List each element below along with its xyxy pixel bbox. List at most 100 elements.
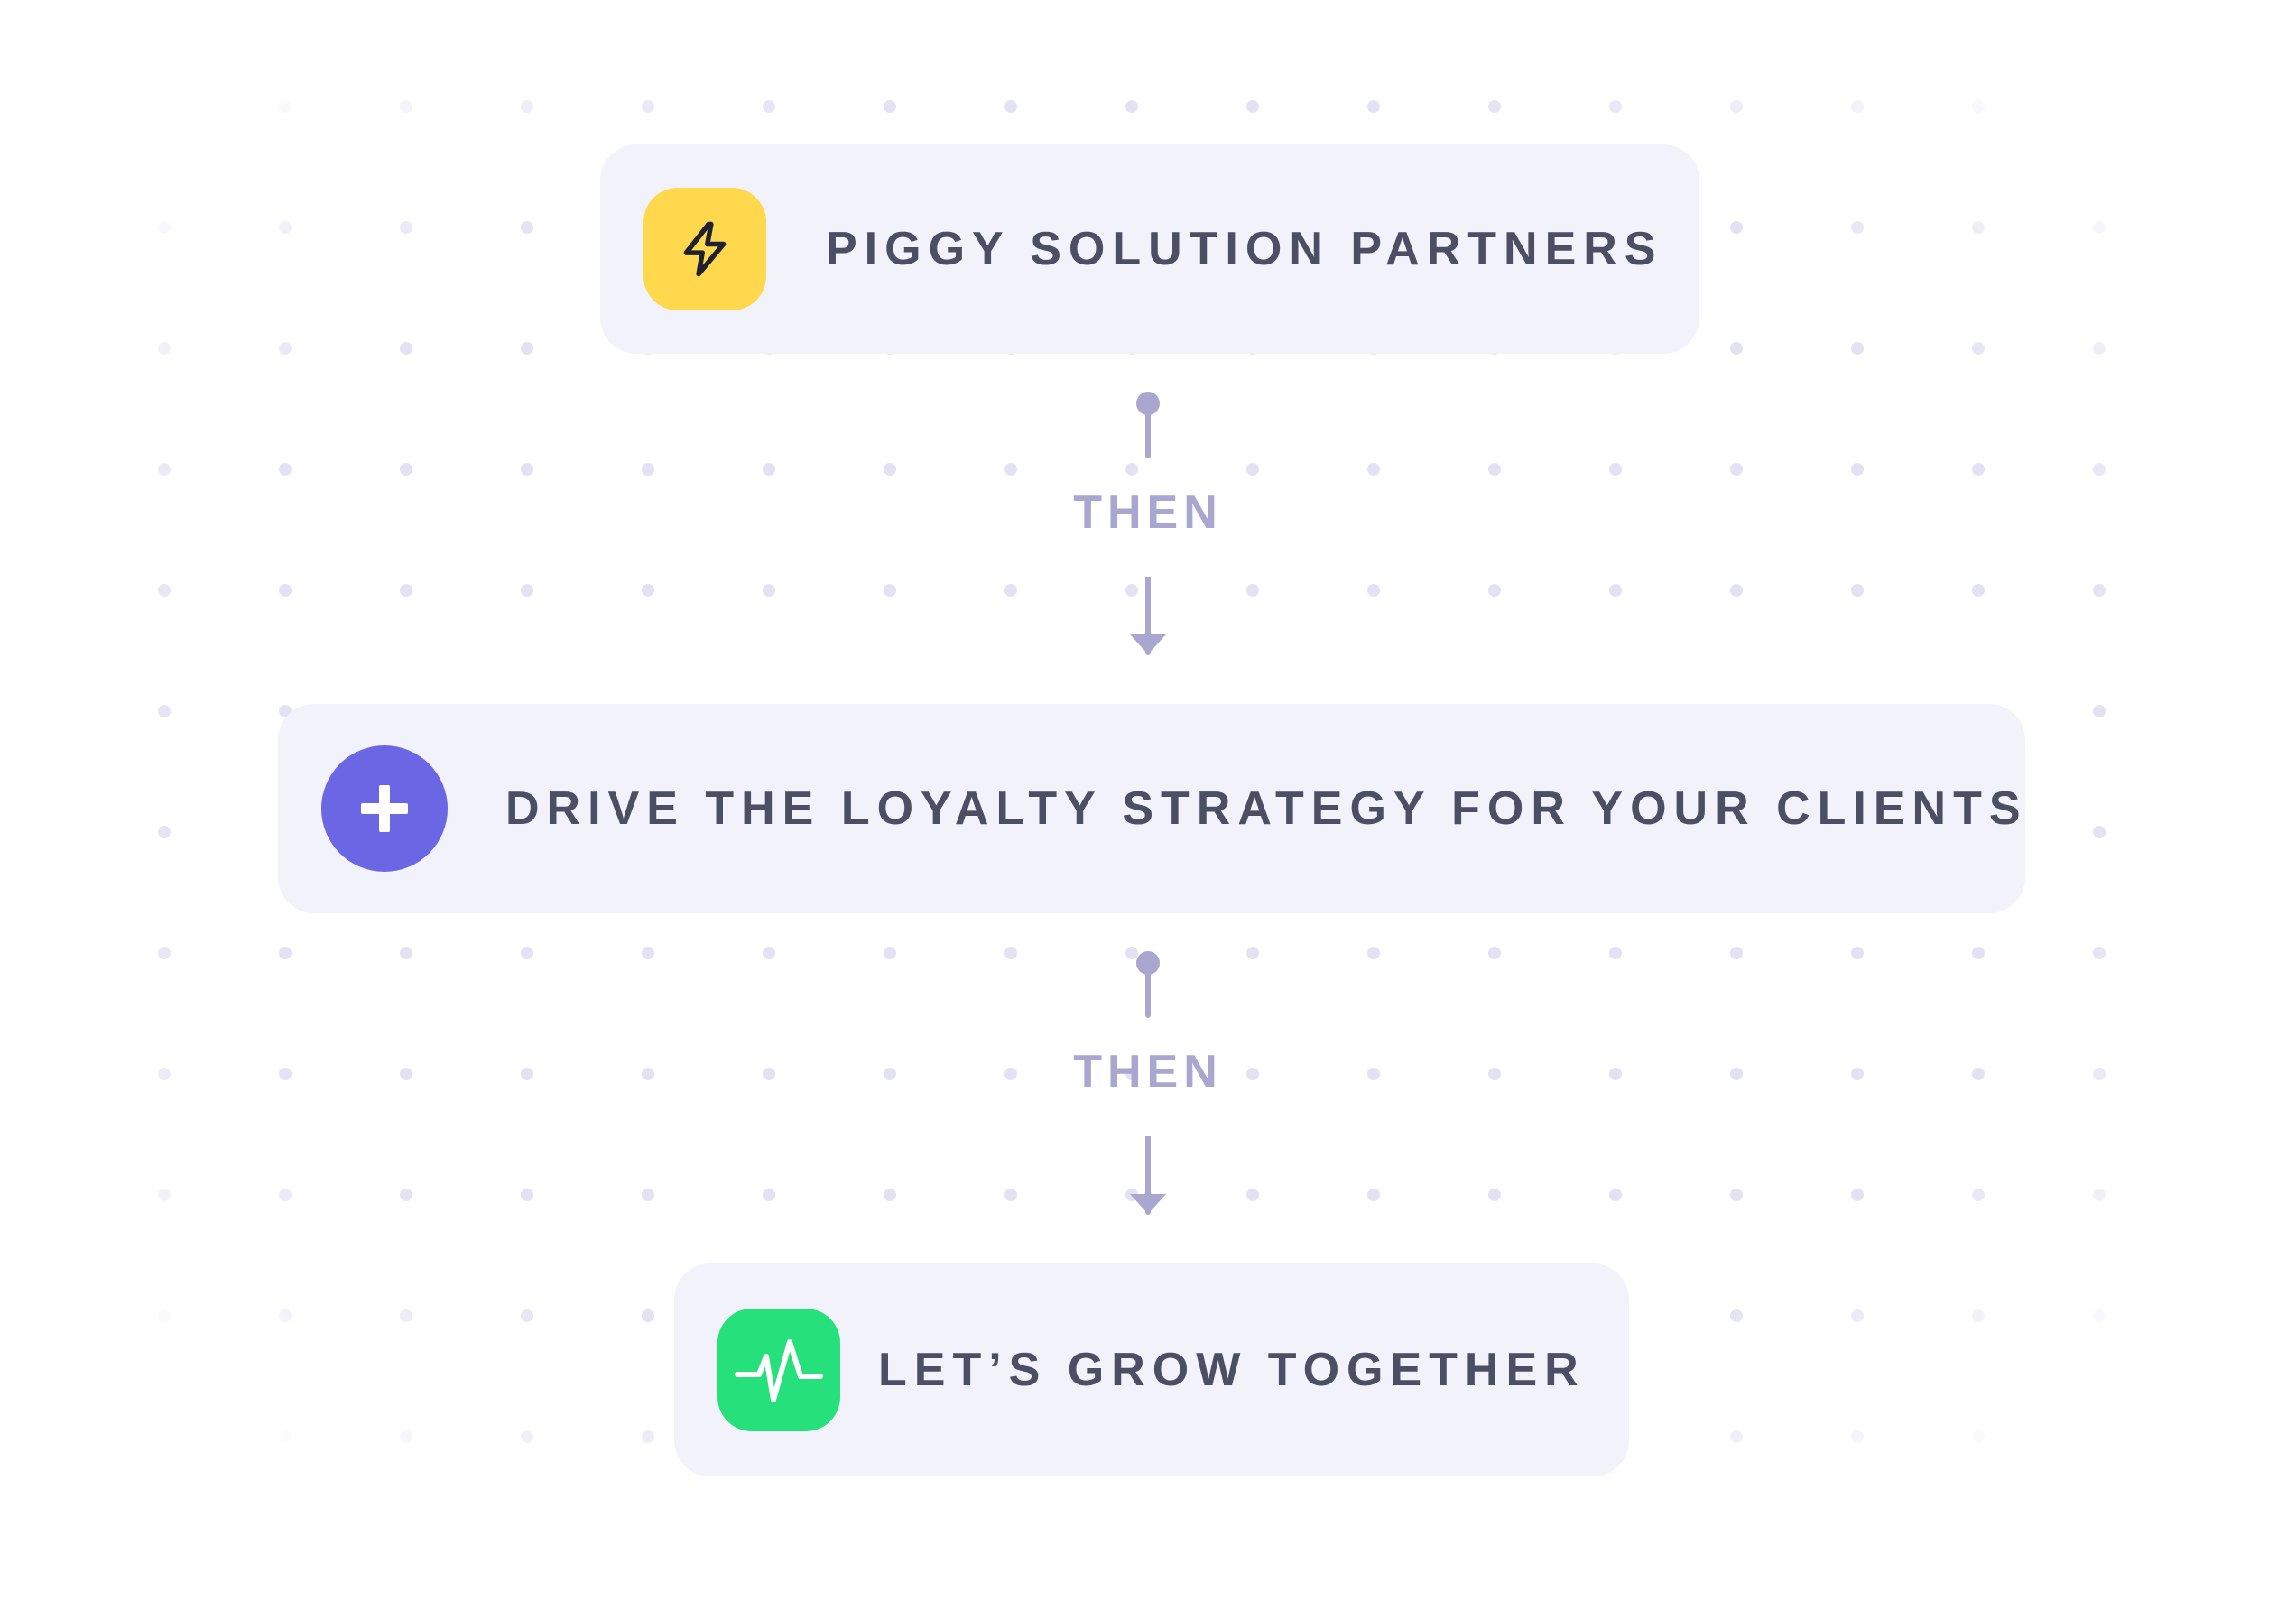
- grid-dot: [1609, 100, 1622, 113]
- grid-dot: [884, 1189, 896, 1201]
- grid-dot: [884, 1068, 896, 1080]
- step-1-label: PIGGY SOLUTION PARTNERS: [826, 223, 1663, 275]
- grid-dot: [279, 1068, 292, 1080]
- grid-dot: [521, 342, 533, 355]
- grid-dot: [279, 221, 292, 234]
- grid-dot: [1246, 463, 1259, 476]
- grid-dot: [279, 463, 292, 476]
- grid-dot: [2093, 463, 2106, 476]
- grid-dot: [400, 1430, 412, 1443]
- grid-dot: [1972, 1430, 1985, 1443]
- grid-dot: [400, 342, 412, 355]
- grid-dot: [1004, 100, 1017, 113]
- grid-dot: [158, 342, 171, 355]
- grid-dot: [400, 1309, 412, 1322]
- grid-dot: [1730, 342, 1743, 355]
- grid-dot: [1246, 584, 1259, 597]
- grid-dot: [1004, 1068, 1017, 1080]
- grid-dot: [1367, 947, 1380, 959]
- connector-1-stem: [1145, 408, 1151, 458]
- grid-dot: [2093, 342, 2106, 355]
- grid-dot: [2093, 1309, 2106, 1322]
- grid-dot: [1851, 342, 1864, 355]
- grid-dot: [279, 1309, 292, 1322]
- grid-dot: [2093, 100, 2106, 113]
- grid-dot: [884, 100, 896, 113]
- grid-dot: [884, 463, 896, 476]
- grid-dot: [1488, 947, 1501, 959]
- grid-dot: [1488, 100, 1501, 113]
- grid-dot: [158, 826, 171, 838]
- grid-dot: [1851, 221, 1864, 234]
- connector-1: THEN: [1058, 392, 1238, 655]
- grid-dot: [2093, 584, 2106, 597]
- grid-dot: [521, 221, 533, 234]
- grid-dot: [763, 1189, 775, 1201]
- grid-dot: [1367, 463, 1380, 476]
- grid-dot: [2093, 221, 2106, 234]
- grid-dot: [279, 947, 292, 959]
- grid-dot: [521, 463, 533, 476]
- grid-dot: [1488, 1068, 1501, 1080]
- grid-dot: [642, 584, 654, 597]
- lightning-bolt-icon: [683, 221, 727, 277]
- grid-dot: [158, 100, 171, 113]
- grid-dot: [1367, 100, 1380, 113]
- step-3-label: LET’S GROW TOGETHER: [878, 1344, 1586, 1396]
- grid-dot: [1488, 584, 1501, 597]
- grid-dot: [521, 1068, 533, 1080]
- grid-dot: [1125, 100, 1138, 113]
- grid-dot: [400, 947, 412, 959]
- connector-2-label: THEN: [1073, 1046, 1223, 1098]
- grid-dot: [1730, 1309, 1743, 1322]
- grid-dot: [1730, 221, 1743, 234]
- grid-dot: [1004, 584, 1017, 597]
- grid-dot: [1125, 463, 1138, 476]
- grid-dot: [1246, 1068, 1259, 1080]
- grid-dot: [1609, 463, 1622, 476]
- grid-dot: [1851, 1309, 1864, 1322]
- step-card-1: PIGGY SOLUTION PARTNERS: [600, 144, 1699, 354]
- grid-dot: [521, 947, 533, 959]
- connector-2-stem: [1145, 967, 1151, 1018]
- grid-dot: [642, 1068, 654, 1080]
- grid-dot: [642, 947, 654, 959]
- grid-dot: [521, 1309, 533, 1322]
- grid-dot: [642, 463, 654, 476]
- grid-dot: [279, 100, 292, 113]
- grid-dot: [763, 947, 775, 959]
- grid-dot: [1004, 463, 1017, 476]
- grid-dot: [1730, 1189, 1743, 1201]
- grid-dot: [1972, 221, 1985, 234]
- grid-dot: [1609, 947, 1622, 959]
- grid-dot: [642, 100, 654, 113]
- grid-dot: [1609, 1068, 1622, 1080]
- grid-dot: [400, 1189, 412, 1201]
- grid-dot: [763, 100, 775, 113]
- grid-dot: [2093, 947, 2106, 959]
- grid-dot: [279, 342, 292, 355]
- connector-2: THEN: [1058, 951, 1238, 1215]
- grid-dot: [1246, 947, 1259, 959]
- grid-dot: [1851, 1068, 1864, 1080]
- grid-dot: [2093, 826, 2106, 838]
- grid-dot: [1851, 1430, 1864, 1443]
- grid-dot: [1972, 100, 1985, 113]
- grid-dot: [158, 1068, 171, 1080]
- grid-dot: [1972, 463, 1985, 476]
- grid-dot: [1730, 1068, 1743, 1080]
- grid-dot: [1730, 584, 1743, 597]
- grid-dot: [521, 584, 533, 597]
- grid-dot: [400, 1068, 412, 1080]
- grid-dot: [400, 463, 412, 476]
- grid-dot: [642, 1189, 654, 1201]
- grid-dot: [1972, 342, 1985, 355]
- grid-dot: [1851, 947, 1864, 959]
- grid-dot: [1004, 947, 1017, 959]
- grid-dot: [2093, 1189, 2106, 1201]
- step-2-label: DRIVE THE LOYALTY STRATEGY FOR YOUR CLIE…: [505, 782, 2028, 835]
- grid-dot: [400, 221, 412, 234]
- grid-dot: [1004, 1189, 1017, 1201]
- grid-dot: [1730, 463, 1743, 476]
- grid-dot: [158, 705, 171, 717]
